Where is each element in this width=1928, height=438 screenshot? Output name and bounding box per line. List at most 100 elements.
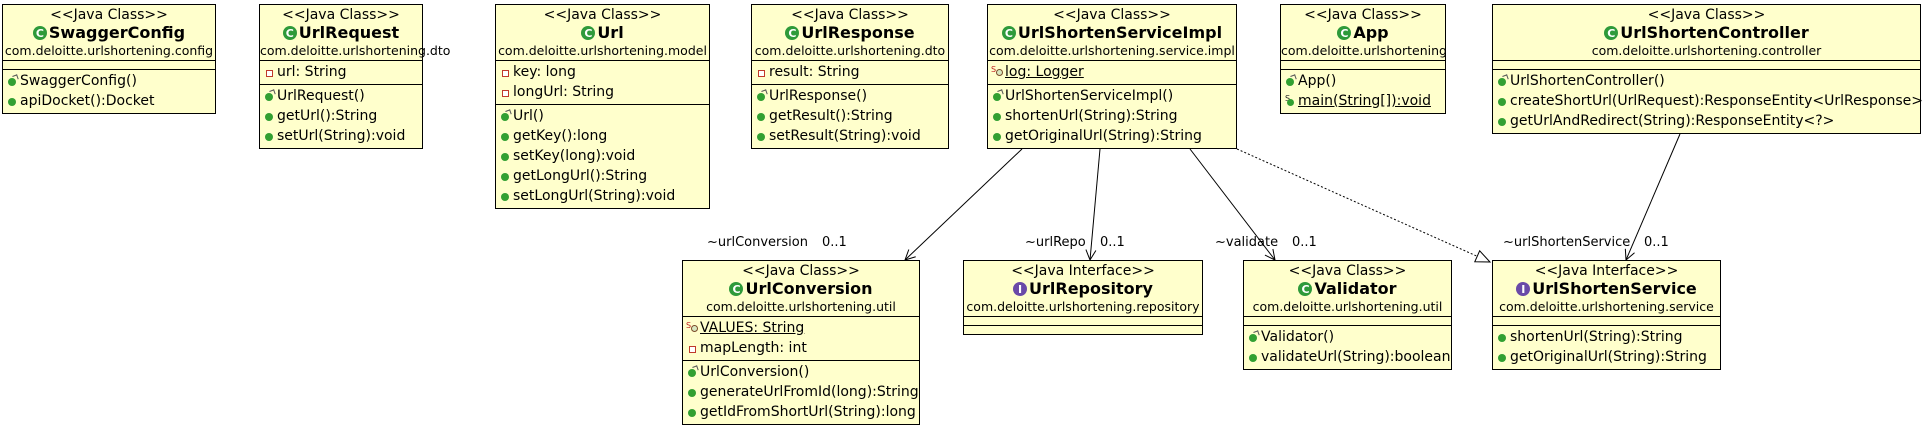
class-name: UrlShortenServiceImpl xyxy=(988,23,1236,44)
method-row: Url() xyxy=(499,106,706,126)
method-row: UrlShortenController() xyxy=(1496,71,1917,91)
method-row: getUrl():String xyxy=(263,106,419,126)
class-icon xyxy=(1604,24,1619,44)
pub-visibility-icon xyxy=(1247,351,1259,363)
field-text: longUrl: String xyxy=(513,84,615,100)
pub-visibility-icon xyxy=(499,130,511,142)
association-arrowhead xyxy=(1272,248,1276,261)
association-edge xyxy=(1089,148,1101,261)
stereotype: <<Java Class>> xyxy=(282,7,400,23)
method-row: shortenUrl(String):String xyxy=(991,106,1233,126)
pub-visibility-icon xyxy=(686,386,698,398)
method-text: validateUrl(String):boolean xyxy=(1261,349,1451,365)
class-box-urlconversion[interactable]: <<Java Class>>UrlConversioncom.deloitte.… xyxy=(682,260,920,425)
stereotype: <<Java Class>> xyxy=(1647,7,1766,23)
ctor-visibility-icon xyxy=(1496,75,1508,87)
field-row: log: Logger xyxy=(991,62,1233,82)
method-text: getUrlAndRedirect(String):ResponseEntity… xyxy=(1510,113,1835,129)
class-box-controller[interactable]: <<Java Class>>UrlShortenControllercom.de… xyxy=(1492,4,1923,134)
field-text: mapLength: int xyxy=(700,340,807,356)
class-box-urlshortenservice[interactable]: <<Java Interface>>UrlShortenServicecom.d… xyxy=(1492,260,1721,370)
package-name: com.deloitte.urlshortening.service xyxy=(1499,299,1714,314)
method-row: UrlRequest() xyxy=(263,86,419,106)
class-box-swagger[interactable]: <<Java Class>>SwaggerConfigcom.deloitte.… xyxy=(2,4,216,114)
class-box-urlresponse[interactable]: <<Java Class>>UrlResponsecom.deloitte.ur… xyxy=(751,4,949,149)
fields-compartment xyxy=(3,60,215,69)
fields-compartment xyxy=(1493,60,1920,69)
methods-compartment: UrlConversion()generateUrlFromId(long):S… xyxy=(683,360,919,424)
class-box-urlrequest[interactable]: <<Java Class>>UrlRequestcom.deloitte.url… xyxy=(259,4,451,149)
class-name: UrlRequest xyxy=(260,23,422,44)
field-row: key: long xyxy=(499,62,706,82)
method-row: setUrl(String):void xyxy=(263,126,419,146)
ctor-visibility-icon xyxy=(991,90,1003,102)
method-row: UrlShortenServiceImpl() xyxy=(991,86,1233,106)
package-name: com.deloitte.urlshortening.util xyxy=(1252,299,1443,314)
class-name: UrlShortenService xyxy=(1493,279,1720,300)
pub-visibility-icon xyxy=(1496,95,1508,107)
pub-visibility-icon xyxy=(499,170,511,182)
class-name: App xyxy=(1281,23,1445,44)
stereotype: <<Java Class>> xyxy=(1053,7,1171,23)
method-row: getUrlAndRedirect(String):ResponseEntity… xyxy=(1496,111,1917,131)
methods-compartment: App() main(String[]):void xyxy=(1281,69,1445,113)
association-role-label: ~validate xyxy=(1215,235,1279,250)
association-edge xyxy=(904,148,1023,261)
priv-visibility-icon xyxy=(263,66,275,78)
field-row: result: String xyxy=(755,62,945,82)
class-box-serviceimpl[interactable]: <<Java Class>>UrlShortenServiceImplcom.d… xyxy=(987,4,1237,149)
method-text: UrlResponse() xyxy=(769,88,868,104)
stereotype: <<Java Class>> xyxy=(791,7,909,23)
pub-visibility-icon xyxy=(1496,331,1508,343)
class-name: UrlResponse xyxy=(752,23,948,44)
fields-compartment: key: long longUrl: String xyxy=(496,60,709,104)
method-text: shortenUrl(String):String xyxy=(1510,329,1683,345)
method-text: Validator() xyxy=(1261,329,1335,345)
pub-visibility-icon xyxy=(499,150,511,162)
class-icon xyxy=(729,280,744,300)
package-name: com.deloitte.urlshortening.dto xyxy=(260,43,451,58)
class-name-text: UrlResponse xyxy=(801,23,915,42)
pub-visibility-icon xyxy=(499,190,511,202)
fields-compartment xyxy=(1493,316,1720,325)
association-role-label: ~urlConversion xyxy=(707,235,808,250)
class-header: <<Java Class>>Validatorcom.deloitte.urls… xyxy=(1244,261,1451,316)
class-icon xyxy=(282,24,297,44)
methods-compartment: Validator() validateUrl(String):boolean xyxy=(1244,325,1451,369)
association-role-label: ~urlRepo xyxy=(1025,235,1086,250)
method-row: App() xyxy=(1284,71,1442,91)
method-row: getKey():long xyxy=(499,126,706,146)
fields-compartment: log: Logger xyxy=(988,60,1236,84)
association-multiplicity-label: 0..1 xyxy=(1292,235,1317,250)
class-header: <<Java Class>>UrlConversioncom.deloitte.… xyxy=(683,261,919,316)
method-row: setResult(String):void xyxy=(755,126,945,146)
stereotype: <<Java Interface>> xyxy=(1011,263,1155,279)
pub-visibility-icon xyxy=(686,406,698,418)
class-box-app[interactable]: <<Java Class>>Appcom.deloitte.urlshorten… xyxy=(1280,4,1447,114)
method-text: setUrl(String):void xyxy=(277,128,406,144)
class-header: <<Java Interface>>UrlShortenServicecom.d… xyxy=(1493,261,1720,316)
interface-icon xyxy=(1516,280,1531,300)
method-row: getResult():String xyxy=(755,106,945,126)
class-name-text: App xyxy=(1353,23,1389,42)
method-text: shortenUrl(String):String xyxy=(1005,108,1178,124)
ctor-visibility-icon xyxy=(6,75,18,87)
package-name: com.deloitte.urlshortening.service.impl xyxy=(989,43,1235,58)
association-arrowhead xyxy=(1089,250,1097,261)
package-name: com.deloitte.urlshortening.controller xyxy=(1591,43,1822,58)
method-text: main(String[]):void xyxy=(1298,93,1431,109)
association-arrowhead xyxy=(904,249,910,261)
class-icon xyxy=(1337,24,1352,44)
class-box-validator[interactable]: <<Java Class>>Validatorcom.deloitte.urls… xyxy=(1243,260,1452,370)
class-box-url[interactable]: <<Java Class>>Urlcom.deloitte.urlshorten… xyxy=(495,4,710,209)
method-row: setKey(long):void xyxy=(499,146,706,166)
package-name: com.deloitte.urlshortening.util xyxy=(706,299,896,314)
method-row: generateUrlFromId(long):String xyxy=(686,382,919,402)
class-header: <<Java Interface>>UrlRepositorycom.deloi… xyxy=(964,261,1202,316)
ctor-visibility-icon xyxy=(1247,331,1259,343)
package-name: com.deloitte.urlshortening.dto xyxy=(754,43,946,58)
class-box-urlrepository[interactable]: <<Java Interface>>UrlRepositorycom.deloi… xyxy=(963,260,1203,335)
class-name: UrlRepository xyxy=(964,279,1202,300)
stereotype: <<Java Class>> xyxy=(1304,7,1422,23)
pub-visibility-icon xyxy=(263,130,275,142)
